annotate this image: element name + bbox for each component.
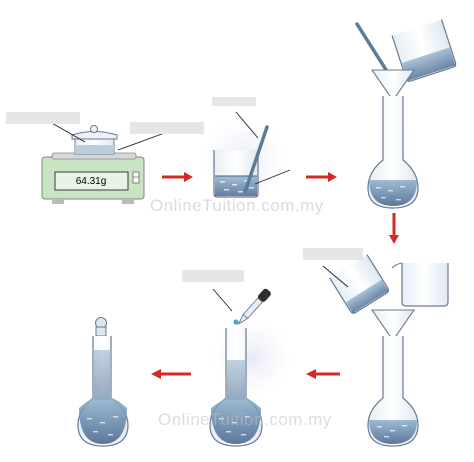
watermark-text-top: OnlineTuition.com.my: [150, 196, 324, 215]
watermark-logo-bottom: [212, 318, 292, 398]
water-drop: [233, 319, 239, 325]
rinse-beaker-tilted: [329, 254, 390, 314]
electronic-balance: [41, 152, 145, 204]
label-line-rinse: [322, 265, 349, 288]
wash-beaker-right: [391, 262, 449, 307]
volumetric-flask-bottom-right: [367, 336, 419, 447]
label-line-solution: [254, 169, 291, 185]
label-line-scale: [117, 130, 171, 151]
label-blank-rod: [212, 97, 256, 106]
label-line-rod: [235, 111, 259, 139]
label-blank-rinse: [303, 248, 363, 260]
label-line-dropper: [212, 288, 233, 312]
stoppered-volumetric-flask: [77, 317, 129, 447]
arrow-left-5: [151, 369, 191, 379]
volumetric-flask-bottom-middle: [209, 328, 263, 447]
scale-reading: 64.31g: [75, 176, 107, 187]
volumetric-flask-top: [367, 96, 419, 209]
arrow-down-3: [389, 213, 399, 244]
label-line-beaker: [49, 121, 86, 143]
glass-rod-1: [243, 125, 269, 194]
watermark-text-bottom: OnlineTuition.com.my: [158, 410, 332, 429]
label-blank-beaker: [6, 112, 80, 124]
label-blank-dropper: [182, 270, 244, 282]
arrow-left-4: [306, 369, 340, 379]
arrow-right-1: [162, 172, 193, 182]
label-blank-scale: [130, 122, 204, 134]
pouring-beaker-top: [391, 19, 457, 82]
weighing-beaker-with-lid: [71, 125, 118, 155]
arrow-right-2: [306, 172, 337, 182]
dropper: [237, 288, 271, 326]
